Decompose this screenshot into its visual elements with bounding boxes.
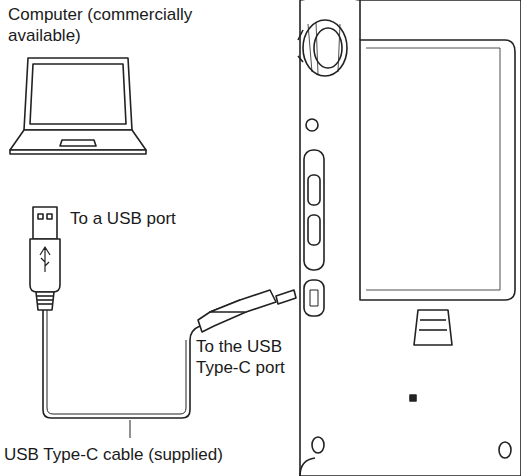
device-panel [360, 40, 515, 300]
device-lens [303, 20, 347, 76]
callout-label: USB Type-C cable (supplied) [4, 444, 284, 465]
callout-label: To a USB port [70, 208, 210, 229]
usb-c-port [304, 280, 324, 316]
laptop-display [30, 64, 126, 124]
device-button [306, 119, 318, 131]
usb-a-plug [33, 207, 57, 239]
label-text: Computer (commercially available) [8, 4, 223, 46]
laptop-base [10, 130, 146, 150]
device-latch [414, 310, 452, 345]
laptop-screen [24, 58, 132, 130]
device-side-panel [304, 150, 324, 270]
usb-cable [43, 310, 200, 418]
callout-label: To the USB Type-C port [196, 336, 300, 378]
leader-line [130, 420, 131, 438]
device-body [300, 0, 521, 476]
